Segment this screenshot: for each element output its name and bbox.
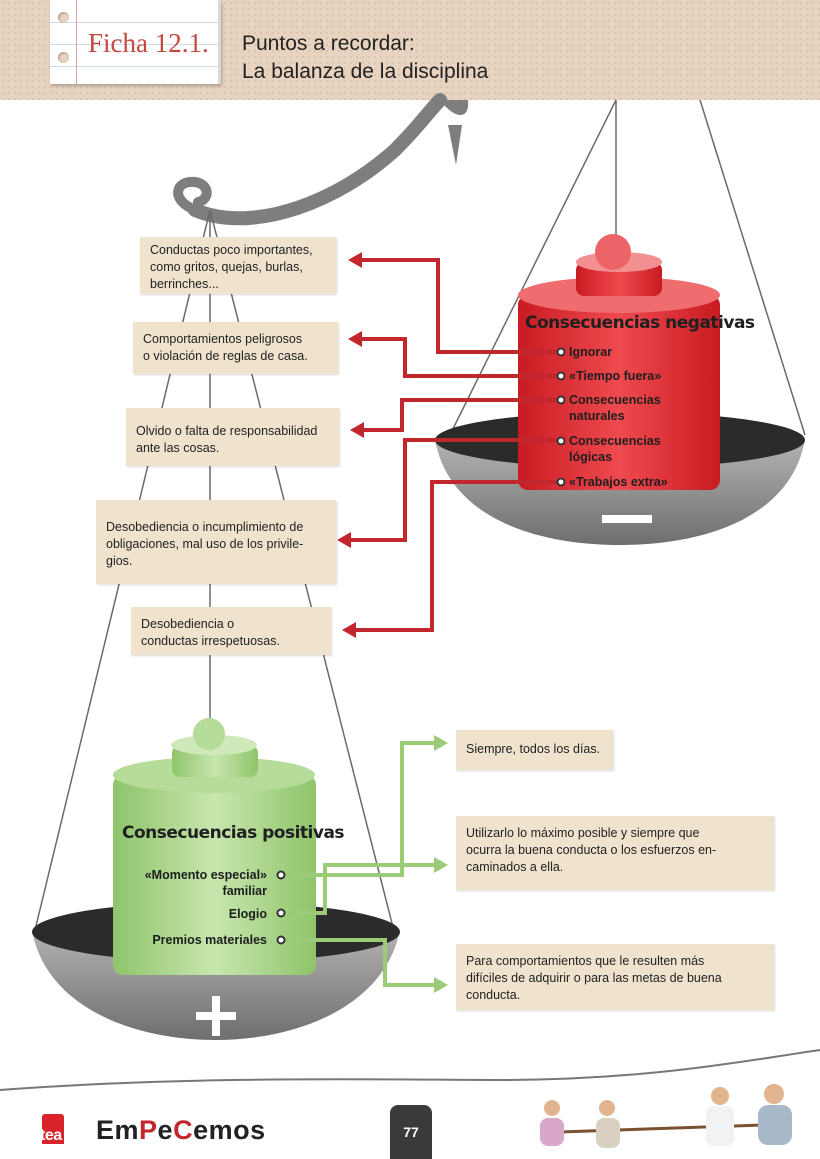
- positive-note-1: Siempre, todos los días.: [456, 730, 613, 770]
- positive-item-3: Premios materiales: [152, 933, 267, 947]
- arrow-momento-especial: [285, 741, 435, 877]
- page-number: 77: [390, 1105, 432, 1159]
- sheet-number: Ficha 12.1.: [88, 28, 209, 58]
- tea-logo-text: tea: [40, 1127, 62, 1144]
- title-line-2: La balanza de la disciplina: [242, 60, 489, 83]
- positive-item-1: «Momento especial» familiar: [144, 868, 267, 898]
- positive-weight: [113, 718, 316, 975]
- page-title: Puntos a recordar: La balanza de la disc…: [242, 30, 488, 86]
- arrow-trabajos: [350, 480, 558, 632]
- arrow-elogio: [285, 863, 435, 915]
- notebook-tag: Ficha 12.1.: [50, 0, 221, 84]
- arrow-tiempo-fuera: [356, 337, 558, 378]
- positive-note-3: Para comportamientos que le resulten más…: [456, 944, 774, 1010]
- minus-sign: [602, 515, 652, 523]
- family-tug-of-war-image: [540, 1084, 792, 1148]
- brand-logo: EmPeCemos: [96, 1115, 266, 1145]
- arrow-ignorar: [356, 258, 558, 354]
- positive-weight-title: Consecuencias positivas: [122, 823, 345, 843]
- arrow-logicas: [345, 438, 558, 542]
- arrow-naturales: [358, 398, 558, 432]
- positive-arrows: [285, 741, 435, 987]
- negative-weight-title: Consecuencias negativas: [525, 313, 755, 333]
- negative-item-2: «Tiempo fuera»: [569, 369, 662, 383]
- positive-item-2: Elogio: [228, 907, 267, 921]
- negative-item-4: Consecuencias lógicas: [569, 434, 661, 464]
- tea-logo: [42, 1114, 64, 1144]
- arrow-premios: [285, 938, 435, 987]
- title-line-1: Puntos a recordar:: [242, 32, 415, 55]
- scale-hook: [173, 93, 469, 226]
- footer-wave: [0, 1049, 820, 1091]
- negative-item-3: Consecuencias naturales: [569, 393, 661, 423]
- negative-item-5: «Trabajos extra»: [569, 475, 668, 489]
- negative-weight: [518, 234, 720, 490]
- negative-note-1: Conductas poco importantes,como gritos, …: [140, 237, 336, 294]
- negative-item-1: Ignorar: [569, 345, 613, 359]
- negative-arrows: [345, 258, 558, 632]
- positive-note-2: Utilizarlo lo máximo posible y siempre q…: [456, 816, 774, 890]
